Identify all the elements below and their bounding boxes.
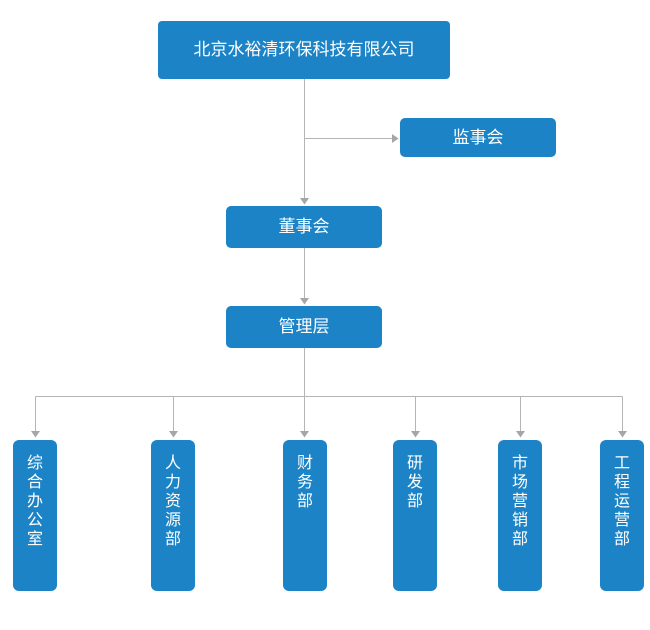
connector-drop-dept-4	[411, 396, 420, 438]
arrow-down-icon	[300, 198, 309, 205]
org-node-board-of-directors: 董事会	[226, 206, 382, 248]
arrow-down-icon	[516, 431, 525, 438]
org-node-management: 管理层	[226, 306, 382, 348]
dept-label: 综合办公室	[27, 455, 44, 548]
dept-label: 研发部	[407, 455, 424, 510]
arrow-right-icon	[392, 134, 399, 143]
connector-root-to-directors	[300, 79, 309, 205]
dept-label: 人力资源部	[165, 455, 182, 548]
arrow-down-icon	[31, 431, 40, 438]
org-node-dept-human-resources: 人力资源部	[151, 440, 195, 591]
dept-label: 市场营销部	[512, 455, 529, 548]
connector-drop-dept-3	[300, 396, 309, 438]
org-node-dept-general-office: 综合办公室	[13, 440, 57, 591]
arrow-down-icon	[618, 431, 627, 438]
dept-label: 财务部	[297, 455, 314, 510]
org-node-dept-engineering-operations: 工程运营部	[600, 440, 644, 591]
dept-label: 工程运营部	[614, 455, 631, 548]
connector-drop-dept-6	[618, 396, 627, 438]
arrow-down-icon	[300, 431, 309, 438]
arrow-down-icon	[169, 431, 178, 438]
org-node-supervisory-board: 监事会	[400, 118, 556, 157]
connector-directors-to-management	[300, 248, 309, 305]
connector-drop-dept-2	[169, 396, 178, 438]
connector-root-to-supervisory	[304, 134, 399, 143]
connector-drop-dept-5	[516, 396, 525, 438]
org-node-company: 北京水裕清环保科技有限公司	[158, 21, 450, 79]
arrow-down-icon	[411, 431, 420, 438]
arrow-down-icon	[300, 298, 309, 305]
org-node-dept-marketing: 市场营销部	[498, 440, 542, 591]
connector-drop-dept-1	[31, 396, 40, 438]
org-node-dept-research: 研发部	[393, 440, 437, 591]
org-node-dept-finance: 财务部	[283, 440, 327, 591]
